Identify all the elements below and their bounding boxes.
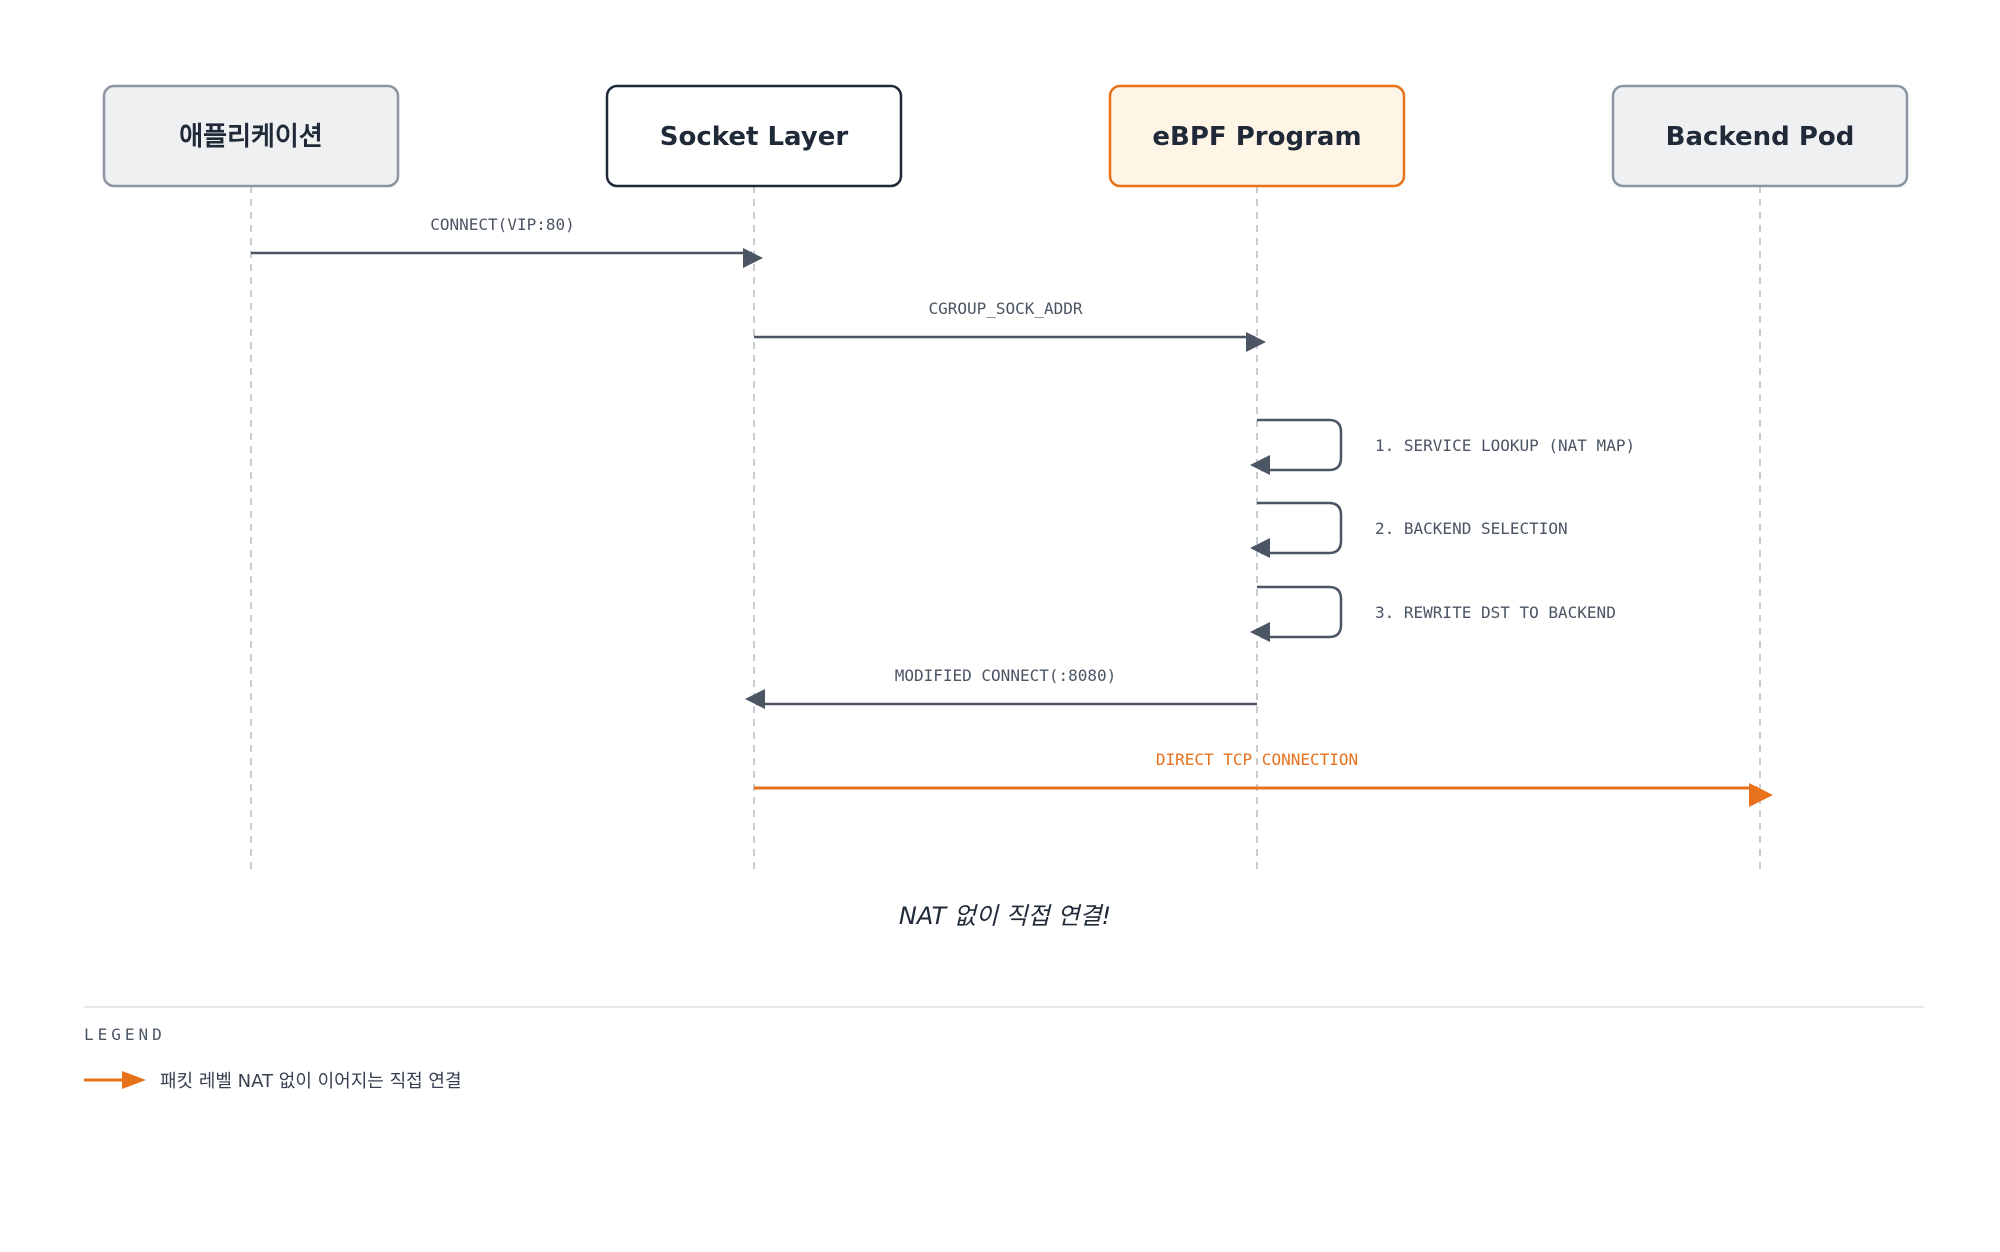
message-label: CGROUP_SOCK_ADDR [928,299,1082,318]
actor-label-pod: Backend Pod [1666,122,1855,152]
actors: 애플리케이션 Socket Layer eBPF Program Backend Po… [102,84,1909,188]
message-label: MODIFIED CONNECT(:8080) [895,666,1117,685]
message-6: MODIFIED CONNECT(:8080) [745,666,1257,709]
message-2: CGROUP_SOCK_ADDR [754,299,1266,352]
actor-socket: Socket Layer [605,84,903,188]
actor-box-ebpf [1108,84,1406,188]
message-4: 2. BACKEND SELECTION [1250,501,1568,558]
actor-label-app: 애플리케이션 [179,122,323,152]
actor-label-socket: Socket Layer [660,122,849,152]
actor-box-pod [1611,84,1909,188]
message-label: 2. BACKEND SELECTION [1375,519,1568,538]
actor-label-ebpf: eBPF Program [1152,122,1361,152]
message-1: CONNECT(VIP:80) [251,215,763,268]
message-label: 1. SERVICE LOOKUP (NAT MAP) [1375,436,1635,455]
lifelines [250,186,1761,872]
legend-items: 패킷 레벨 NAT 없이 이어지는 직접 연결 [84,1071,462,1092]
message-5: 3. REWRITE DST TO BACKEND [1250,585,1616,642]
legend-label: 패킷 레벨 NAT 없이 이어지는 직접 연결 [160,1071,462,1092]
actor-box-app [102,84,400,188]
message-3: 1. SERVICE LOOKUP (NAT MAP) [1250,418,1635,475]
message-label: CONNECT(VIP:80) [430,215,575,234]
message-label: DIRECT TCP CONNECTION [1156,750,1358,769]
legend-arrow-icon [122,1071,146,1089]
self-message-arrow [1250,501,1343,558]
actor-app: 애플리케이션 [102,84,400,188]
actor-box-socket [605,84,903,188]
legend-item: 패킷 레벨 NAT 없이 이어지는 직접 연결 [84,1071,462,1092]
messages: CONNECT(VIP:80) CGROUP_SOCK_ADDR 1. SERVIC… [251,215,1774,808]
message-7: DIRECT TCP CONNECTION [754,750,1774,808]
self-message-arrow [1250,418,1343,475]
legend-title: LEGEND [84,1025,166,1044]
actor-ebpf: eBPF Program [1108,84,1406,188]
self-message-arrow [1250,585,1343,642]
actor-pod: Backend Pod [1611,84,1909,188]
diagram-note: NAT 없이 직접 연결! [899,902,1111,930]
message-label: 3. REWRITE DST TO BACKEND [1375,603,1616,622]
